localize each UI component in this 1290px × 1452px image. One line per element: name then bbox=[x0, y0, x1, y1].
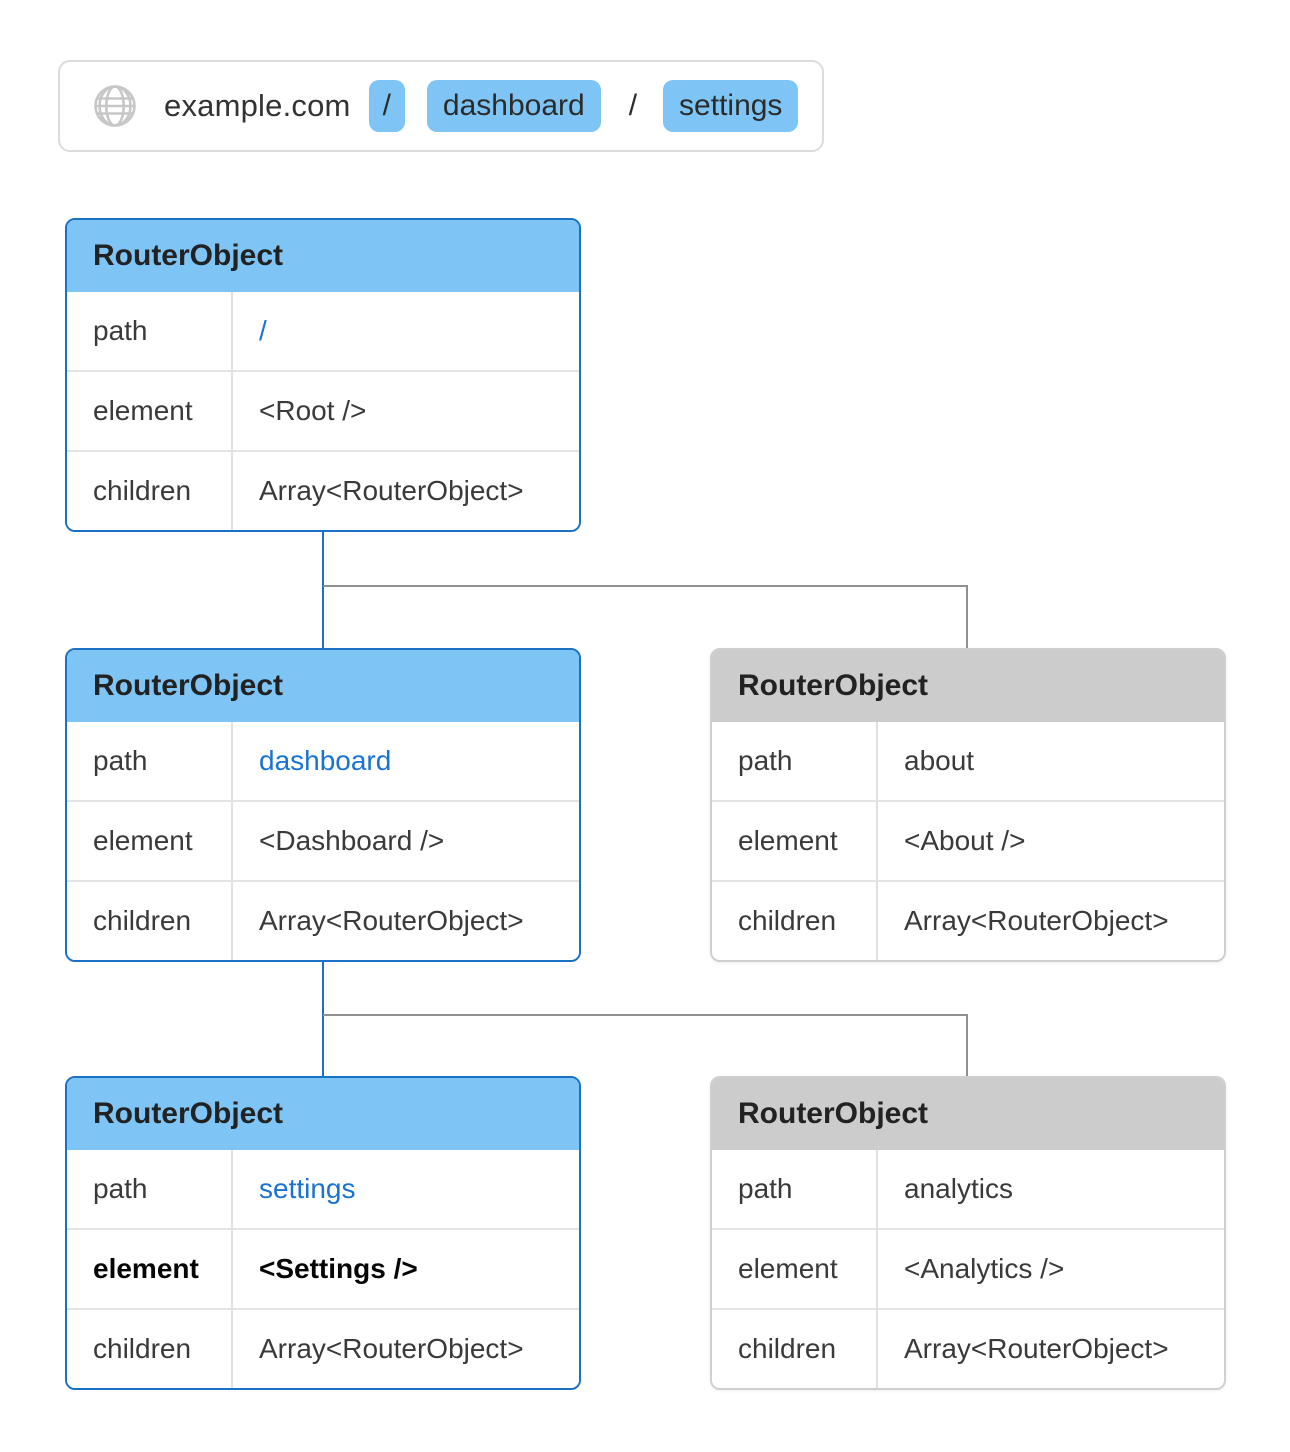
row-key: path bbox=[67, 292, 233, 370]
row-element: element <Settings /> bbox=[67, 1228, 579, 1308]
row-children: children Array<RouterObject> bbox=[712, 880, 1224, 960]
row-value: settings bbox=[259, 1173, 356, 1204]
globe-icon bbox=[94, 85, 136, 127]
row-children: children Array<RouterObject> bbox=[67, 1308, 579, 1388]
row-value: Array<RouterObject> bbox=[259, 475, 524, 506]
row-key: path bbox=[712, 1150, 878, 1228]
row-value: analytics bbox=[904, 1173, 1013, 1204]
domain-text: example.com bbox=[164, 88, 351, 123]
row-key: children bbox=[67, 1310, 233, 1388]
row-key: path bbox=[67, 1150, 233, 1228]
node-title: RouterObject bbox=[67, 220, 579, 292]
connector-root-to-about-vertical bbox=[966, 585, 968, 648]
router-node-root: RouterObject path / element <Root /> chi… bbox=[65, 218, 581, 532]
router-node-analytics: RouterObject path analytics element <Ana… bbox=[710, 1076, 1226, 1390]
row-value: <Root /> bbox=[259, 395, 367, 426]
row-value: about bbox=[904, 745, 975, 776]
node-title: RouterObject bbox=[67, 1078, 579, 1150]
browser-bar: example.com / dashboard / settings bbox=[58, 60, 824, 152]
row-key: children bbox=[67, 452, 233, 530]
row-value: <Analytics /> bbox=[904, 1253, 1065, 1284]
router-node-dashboard: RouterObject path dashboard element <Das… bbox=[65, 648, 581, 962]
row-path: path dashboard bbox=[67, 722, 579, 800]
row-key: element bbox=[712, 1230, 878, 1308]
connector-dashboard-to-analytics-horizontal bbox=[323, 1014, 968, 1016]
row-children: children Array<RouterObject> bbox=[67, 880, 579, 960]
path-segment-dashboard: dashboard bbox=[426, 80, 601, 132]
row-key: path bbox=[67, 722, 233, 800]
path-separator: / bbox=[628, 89, 638, 122]
row-element: element <About /> bbox=[712, 800, 1224, 880]
row-value: <Dashboard /> bbox=[259, 825, 445, 856]
connector-root-to-about-horizontal bbox=[323, 585, 968, 587]
row-value: <Settings /> bbox=[259, 1253, 418, 1284]
row-element: element <Dashboard /> bbox=[67, 800, 579, 880]
row-element: element <Analytics /> bbox=[712, 1228, 1224, 1308]
node-title: RouterObject bbox=[712, 650, 1224, 722]
row-children: children Array<RouterObject> bbox=[67, 450, 579, 530]
row-path: path analytics bbox=[712, 1150, 1224, 1228]
row-key: element bbox=[67, 802, 233, 880]
row-value: Array<RouterObject> bbox=[259, 905, 524, 936]
row-key: children bbox=[712, 882, 878, 960]
row-path: path settings bbox=[67, 1150, 579, 1228]
row-value: / bbox=[259, 315, 267, 346]
row-key: children bbox=[712, 1310, 878, 1388]
row-key: element bbox=[67, 372, 233, 450]
path-segment-settings: settings bbox=[663, 80, 799, 132]
row-key: path bbox=[712, 722, 878, 800]
connector-dashboard-to-analytics-vertical bbox=[966, 1014, 968, 1076]
row-key: element bbox=[67, 1230, 233, 1308]
node-title: RouterObject bbox=[67, 650, 579, 722]
row-value: Array<RouterObject> bbox=[904, 1333, 1169, 1364]
router-node-about: RouterObject path about element <About /… bbox=[710, 648, 1226, 962]
row-value: Array<RouterObject> bbox=[904, 905, 1169, 936]
row-path: path about bbox=[712, 722, 1224, 800]
row-key: children bbox=[67, 882, 233, 960]
row-element: element <Root /> bbox=[67, 370, 579, 450]
router-node-settings: RouterObject path settings element <Sett… bbox=[65, 1076, 581, 1390]
row-key: element bbox=[712, 802, 878, 880]
path-segment-root: / bbox=[368, 80, 405, 132]
node-title: RouterObject bbox=[712, 1078, 1224, 1150]
row-children: children Array<RouterObject> bbox=[712, 1308, 1224, 1388]
row-value: dashboard bbox=[259, 745, 392, 776]
row-value: <About /> bbox=[904, 825, 1026, 856]
row-path: path / bbox=[67, 292, 579, 370]
row-value: Array<RouterObject> bbox=[259, 1333, 524, 1364]
